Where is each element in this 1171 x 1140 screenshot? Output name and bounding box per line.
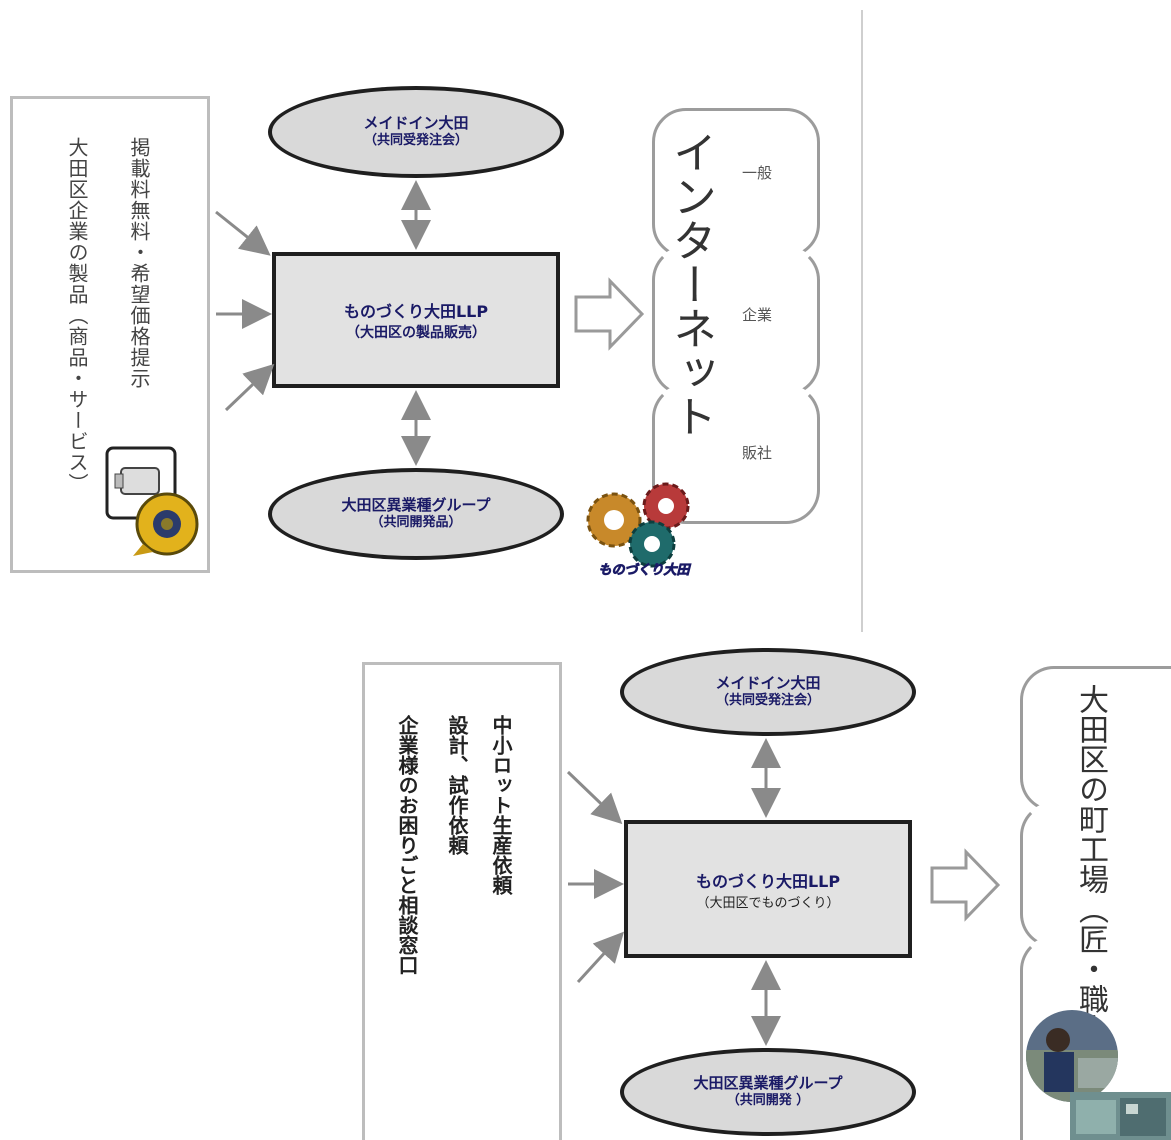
bottom-block-arrow-right: [930, 848, 1001, 922]
top-center-line2: （大田区の製品販売）: [346, 325, 486, 341]
arrow-in-1: [215, 210, 271, 256]
bottom-left-box: 中小ロット生産依頼 設計、試作依頼 企業様のお困りごと相談窓口: [362, 662, 562, 1140]
top-ellipse-made-in-ota: メイドイン大田 （共同受発注会）: [268, 86, 564, 178]
top-left-box: 掲載料無料・希望価格提示 大田区企業の製品（商品・サービス）: [10, 96, 210, 573]
product-pump-icon: [105, 446, 199, 556]
top-center-box: ものづくり大田LLP （大田区の製品販売）: [272, 252, 560, 388]
top-ellipse2-line1: 大田区異業種グループ: [341, 496, 491, 514]
vertical-divider: [861, 10, 863, 632]
craftsman-photo-icon: [1026, 1010, 1171, 1140]
workshop-box-1: [1020, 666, 1171, 812]
top-left-box-text-left: 大田区企業の製品（商品・サービス）: [65, 137, 89, 494]
top-ellipse-line2: （共同受発注会）: [363, 133, 468, 148]
bottom-left-text-1: 中小ロット生産依頼: [489, 715, 513, 895]
bottom-left-text-3: 企業様のお困りごと相談窓口: [395, 715, 419, 975]
workshop-vertical-label: 大田区の町工場（匠・職人）: [1073, 684, 1108, 1074]
bottom-ellipse-line1: メイドイン大田: [715, 674, 821, 692]
top-center-line1: ものづくり大田LLP: [343, 302, 489, 321]
label-business: 企業: [742, 306, 773, 324]
bottom-center-line1: ものづくり大田LLP: [695, 871, 841, 891]
monozukuri-ota-gear-logo: ものづくり大田: [586, 482, 692, 578]
top-connectors: [215, 180, 645, 466]
bottom-center-line2: （大田区でものづくり）: [696, 895, 840, 911]
bottom-ellipse2-line1: 大田区異業種グループ: [693, 1074, 843, 1092]
bottom-ellipse-cross-industry: 大田区異業種グループ （共同開発 ）: [620, 1048, 916, 1136]
internet-vertical-label: インターネット: [665, 130, 716, 438]
top-ellipse-line1: メイドイン大田: [363, 114, 469, 132]
bottom-center-box: ものづくり大田LLP （大田区でものづくり）: [624, 820, 912, 958]
bottom-left-text-2: 設計、試作依頼: [445, 715, 469, 855]
bottom-arrow-in-3: [576, 931, 625, 984]
bottom-ellipse2-line2: （共同開発 ）: [726, 1093, 810, 1108]
top-ellipse2-line2: （共同開発品）: [370, 515, 462, 530]
bottom-arrow-in-1: [566, 770, 623, 825]
top-left-box-text-right: 掲載料無料・希望価格提示: [127, 137, 151, 389]
arrow-in-3: [224, 363, 275, 412]
bottom-ellipse-line2: （共同受発注会）: [715, 693, 820, 708]
logo-text: ものづくり大田: [598, 562, 691, 578]
label-reseller: 販社: [742, 444, 773, 462]
top-ellipse-cross-industry: 大田区異業種グループ （共同開発品）: [268, 468, 564, 560]
block-arrow-right: [574, 277, 645, 351]
internet-box-reseller: [652, 384, 820, 524]
label-general: 一般: [742, 164, 773, 182]
workshop-box-2: [1020, 802, 1171, 948]
internet-box-general: [652, 108, 820, 258]
bottom-ellipse-made-in-ota: メイドイン大田 （共同受発注会）: [620, 648, 916, 736]
